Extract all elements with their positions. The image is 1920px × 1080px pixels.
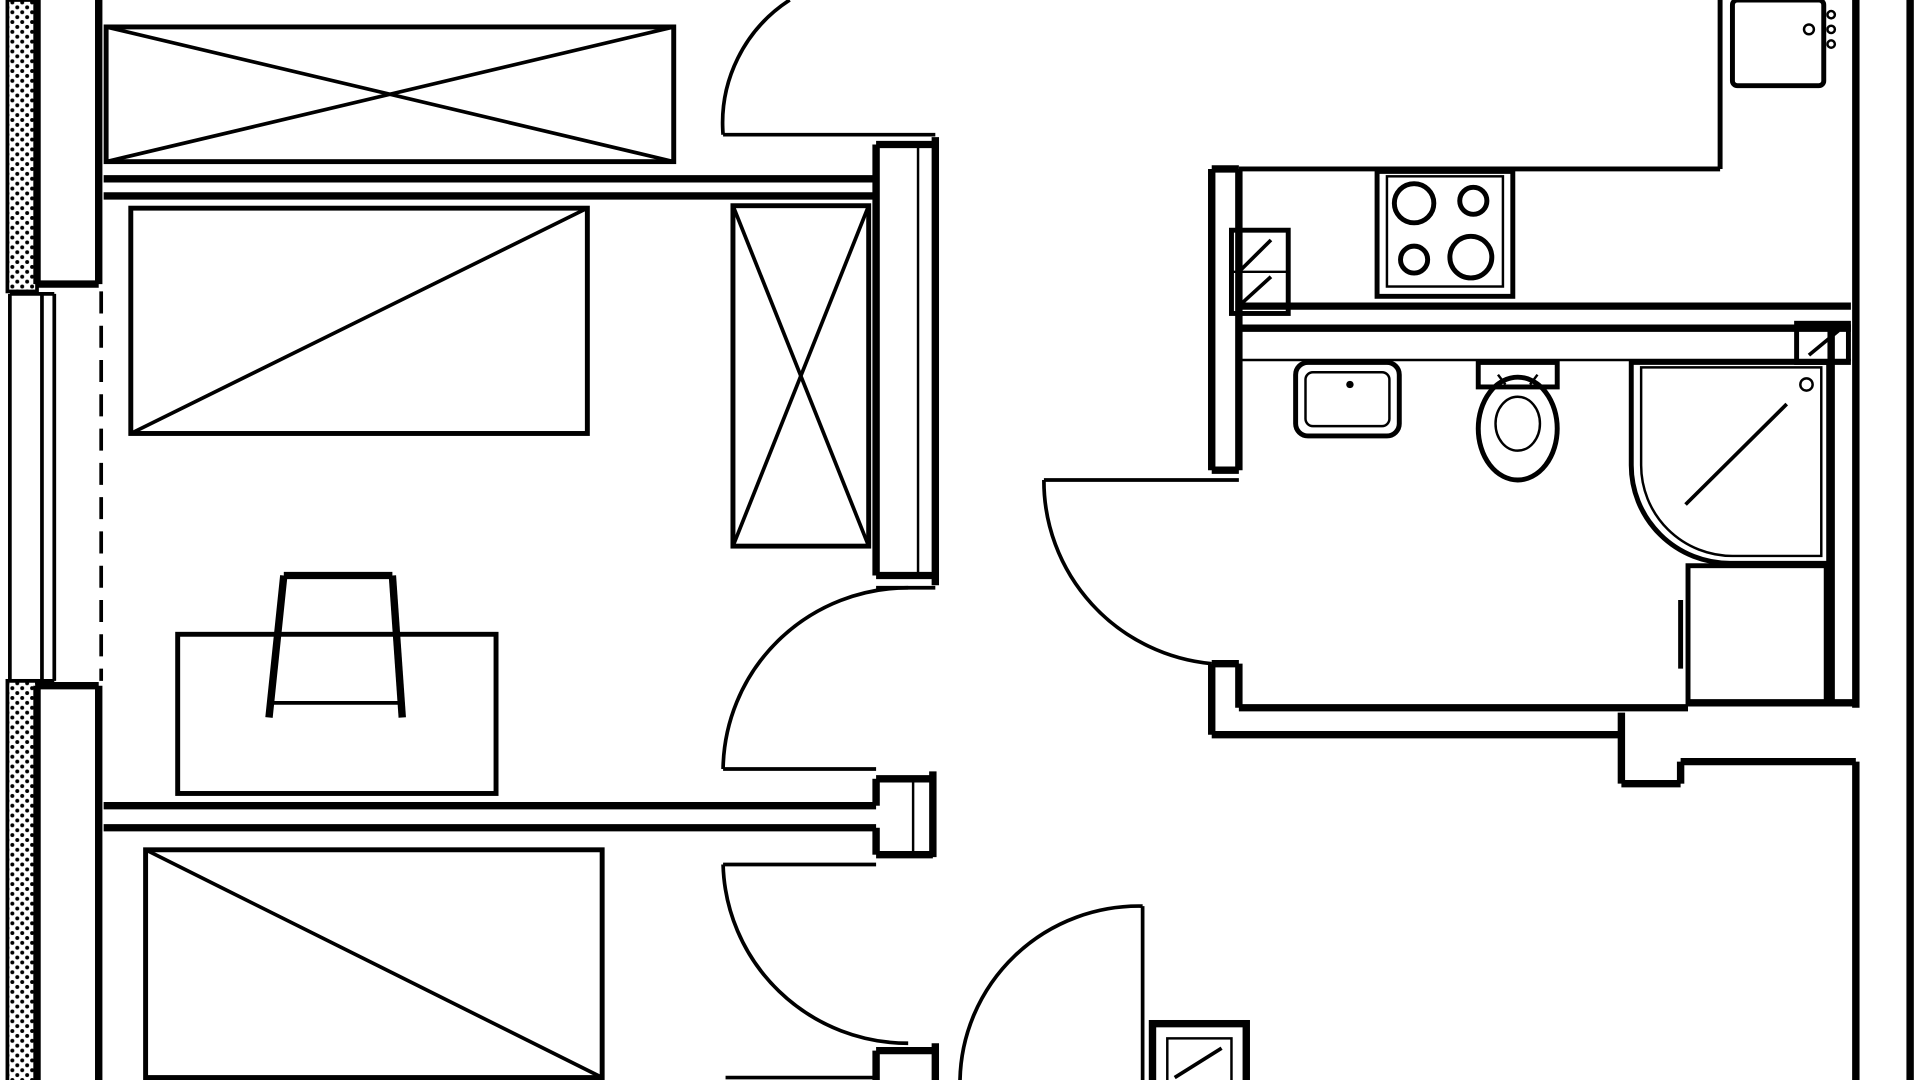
- bathroom-walls: [1043, 0, 1860, 1080]
- chair: [265, 571, 406, 718]
- wardrobe-upper: [103, 24, 677, 165]
- cooktop: [1374, 168, 1516, 299]
- bed-lower: [143, 847, 605, 1080]
- shower: [1628, 360, 1832, 566]
- window-left: [8, 291, 104, 683]
- counter: [1238, 0, 1723, 172]
- exterior-wall-left: [5, 0, 103, 1080]
- shaft: [1148, 1020, 1250, 1080]
- vent-kitchen: [1228, 227, 1291, 316]
- interior-wall-bottom: [725, 1043, 940, 1080]
- bed: [128, 205, 590, 436]
- interior-wall-middle: [103, 771, 937, 859]
- sink: [1729, 0, 1837, 89]
- washbasin: [1293, 360, 1402, 439]
- desk: [175, 631, 499, 796]
- interior-wall-top: [103, 137, 940, 586]
- door-bedroom-top: [720, 0, 936, 137]
- door-entrance: [958, 904, 1145, 1080]
- door-bathroom: [1042, 479, 1212, 666]
- toilet: [1475, 360, 1560, 483]
- cabinet: [1678, 563, 1829, 706]
- door-bedroom-bottom: [721, 862, 909, 1046]
- door-bedroom-middle: [721, 585, 936, 771]
- wardrobe-tall: [730, 203, 872, 549]
